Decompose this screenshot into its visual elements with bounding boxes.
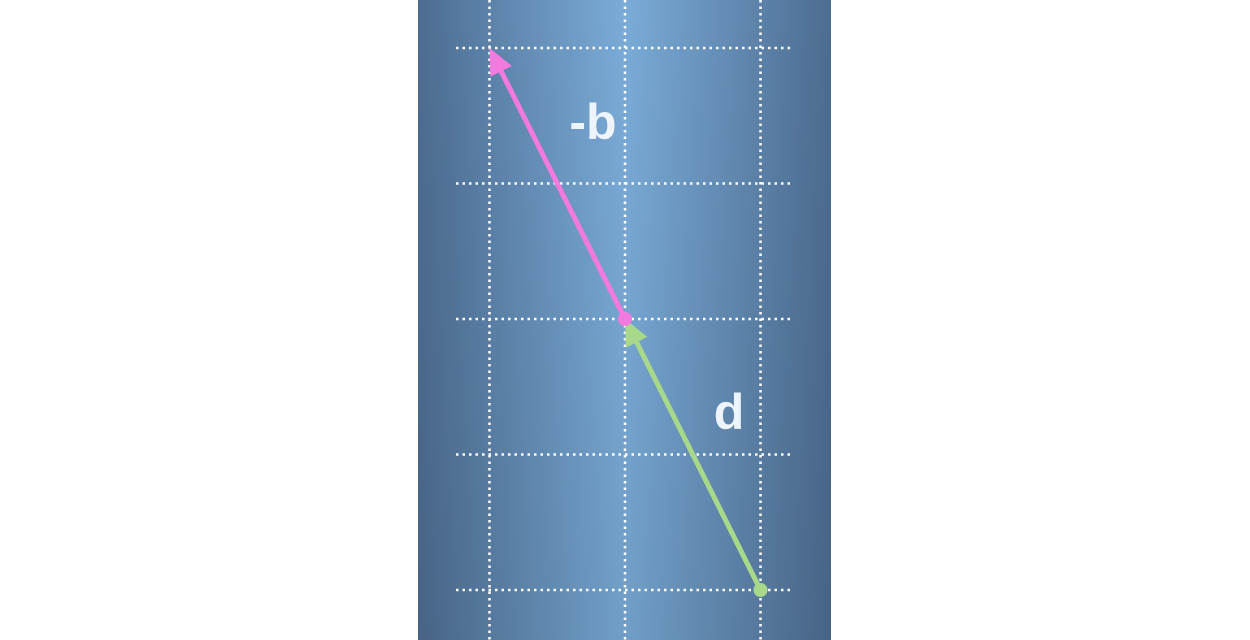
- vector-d-arrowhead: [625, 319, 648, 348]
- vectors: d -b: [489, 48, 768, 597]
- vector-d: d: [625, 319, 768, 597]
- vector-neg-b-arrowhead: [489, 48, 512, 77]
- vector-neg-b: -b: [489, 48, 632, 326]
- vector-neg-b-label: -b: [569, 94, 616, 150]
- vector-neg-b-tail-point: [618, 312, 632, 326]
- vector-d-shaft: [632, 336, 763, 593]
- vector-d-tail-point: [753, 583, 768, 597]
- vector-diagram: d -b: [418, 0, 831, 640]
- vector-d-label: d: [714, 384, 745, 440]
- diagram-panel: d -b: [418, 0, 831, 640]
- vector-neg-b-shaft: [496, 65, 628, 322]
